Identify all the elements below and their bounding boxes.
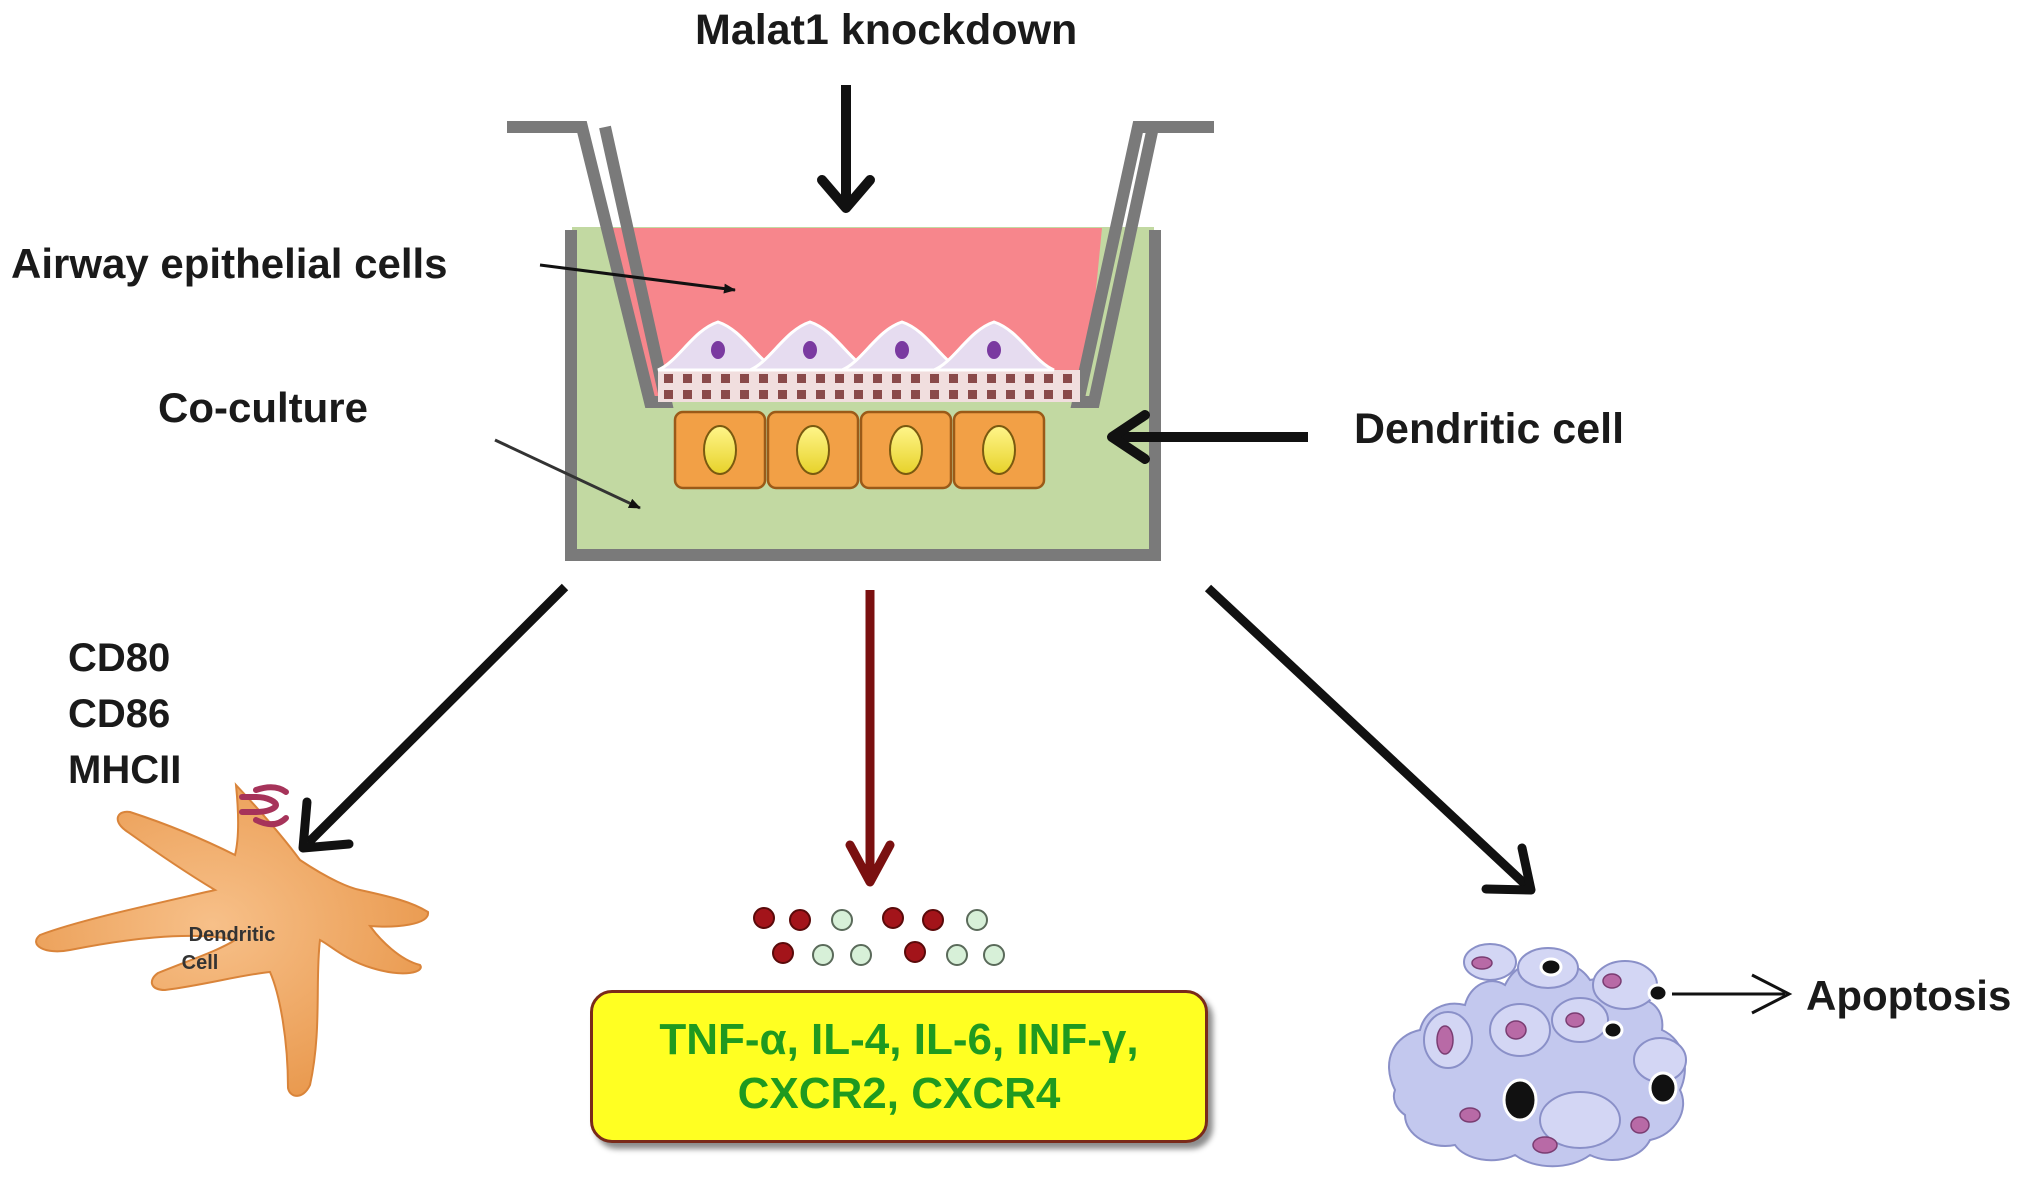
apoptotic-nuclei	[1436, 956, 1650, 1154]
membrane-pore	[854, 374, 863, 383]
marker-mhcii: MHCII	[68, 748, 182, 792]
apoptosis-pointer-head	[1751, 973, 1793, 1015]
epithelial-cell-layer	[657, 320, 1055, 372]
insert-outline-left	[507, 121, 674, 408]
dendritic-cell-layer	[673, 410, 1046, 490]
membrane-pore	[911, 374, 920, 383]
star-cell-body	[35, 782, 429, 1097]
cytokine-dot-red	[753, 907, 775, 929]
membrane-pore	[721, 390, 730, 399]
membrane-pore	[721, 374, 730, 383]
membrane-pore	[778, 374, 787, 383]
membrane-pore	[835, 374, 844, 383]
transwell-well	[507, 121, 1214, 561]
membrane-pore	[1006, 390, 1015, 399]
membrane-pore	[930, 390, 939, 399]
epithelial-nucleus	[895, 341, 909, 359]
epithelial-nucleus	[711, 341, 725, 359]
maturation-arrow	[298, 583, 569, 853]
coculture-label: Co-culture	[158, 384, 368, 431]
membrane-pore	[1044, 374, 1053, 383]
coculture-pointer-arrow	[494, 438, 641, 510]
cytokine-dot-green	[850, 944, 872, 966]
membrane-pore	[664, 390, 673, 399]
membrane-pore	[987, 390, 996, 399]
membrane-pore	[816, 374, 825, 383]
membrane-pore	[740, 374, 749, 383]
membrane-pore	[1044, 390, 1053, 399]
marker-cd80: CD80	[68, 636, 171, 680]
membrane-pore	[892, 390, 901, 399]
star-cell-text-line2: Cell	[182, 952, 219, 974]
membrane-pore	[873, 374, 882, 383]
dendritic-cell-label: Dendritic cell	[1354, 405, 1625, 453]
membrane-pore	[930, 374, 939, 383]
membrane-pore	[892, 374, 901, 383]
membrane-pore	[702, 374, 711, 383]
cytokine-box: TNF-α, IL-4, IL-6, INF-γ, CXCR2, CXCR4	[590, 990, 1208, 1143]
membrane-pore	[1025, 374, 1034, 383]
apoptosis-arrow	[1204, 584, 1536, 895]
membrane-pore	[702, 390, 711, 399]
cytokine-dot-green	[812, 944, 834, 966]
cytokine-line-1: TNF-α, IL-4, IL-6, INF-γ,	[659, 1014, 1139, 1064]
membrane-pore	[664, 374, 673, 383]
receptor-icon	[239, 784, 289, 828]
airway-pointer-arrow	[539, 263, 736, 294]
cytokine-arrow	[845, 590, 895, 887]
knockdown-arrow	[817, 85, 875, 213]
membrane-pore	[1063, 374, 1072, 383]
membrane-pore	[683, 390, 692, 399]
membrane-pore	[816, 390, 825, 399]
membrane-pore	[987, 374, 996, 383]
membrane-pore	[759, 374, 768, 383]
membrane-pore	[797, 374, 806, 383]
membrane-pore	[873, 390, 882, 399]
dendritic-pointer-arrow	[1107, 410, 1308, 464]
well-outline	[565, 230, 1161, 561]
membrane-pore	[968, 374, 977, 383]
membrane-pore	[759, 390, 768, 399]
membrane-pore	[683, 374, 692, 383]
membrane-pore	[1063, 390, 1072, 399]
malat1-label: Malat1 knockdown	[695, 6, 1078, 54]
epithelial-nucleus	[987, 341, 1001, 359]
membrane-pore	[1025, 390, 1034, 399]
star-cell-text-line1: Dendritic	[189, 924, 276, 946]
membrane-pore	[911, 390, 920, 399]
cytokine-dot-red	[882, 907, 904, 929]
apoptotic-cells-illustration	[1388, 943, 1793, 1168]
membrane-pore	[854, 390, 863, 399]
epithelial-nucleus	[803, 341, 817, 359]
cytokine-dot-red	[789, 909, 811, 931]
dendritic-nucleus	[982, 425, 1016, 475]
cytokine-dot-green	[946, 944, 968, 966]
cytokine-dot-green	[831, 909, 853, 931]
cytokine-dot-green	[966, 909, 988, 931]
cytokine-dots	[753, 907, 1005, 966]
membrane-pore	[949, 374, 958, 383]
dendritic-nucleus	[703, 425, 737, 475]
cytokine-dot-red	[772, 942, 794, 964]
dendritic-cell-illustration: Dendritic Cell	[35, 782, 429, 1097]
membrane-pore	[968, 390, 977, 399]
membrane-pores	[664, 374, 1072, 399]
apoptosis-label: Apoptosis	[1806, 972, 2012, 1019]
cytokine-dot-red	[904, 941, 926, 963]
membrane-pore	[1006, 374, 1015, 383]
membrane-pore	[740, 390, 749, 399]
membrane-pore	[835, 390, 844, 399]
cytokine-dot-red	[922, 909, 944, 931]
membrane-pore	[797, 390, 806, 399]
cytokine-dot-green	[983, 944, 1005, 966]
membrane-pore	[778, 390, 787, 399]
membrane-pore	[949, 390, 958, 399]
apoptotic-condensed-nuclei	[1502, 957, 1678, 1122]
airway-label: Airway epithelial cells	[11, 240, 448, 287]
marker-cd86: CD86	[68, 692, 171, 736]
dendritic-nucleus	[796, 425, 830, 475]
cytokine-line-2: CXCR2, CXCR4	[737, 1068, 1061, 1118]
dendritic-nucleus	[889, 425, 923, 475]
